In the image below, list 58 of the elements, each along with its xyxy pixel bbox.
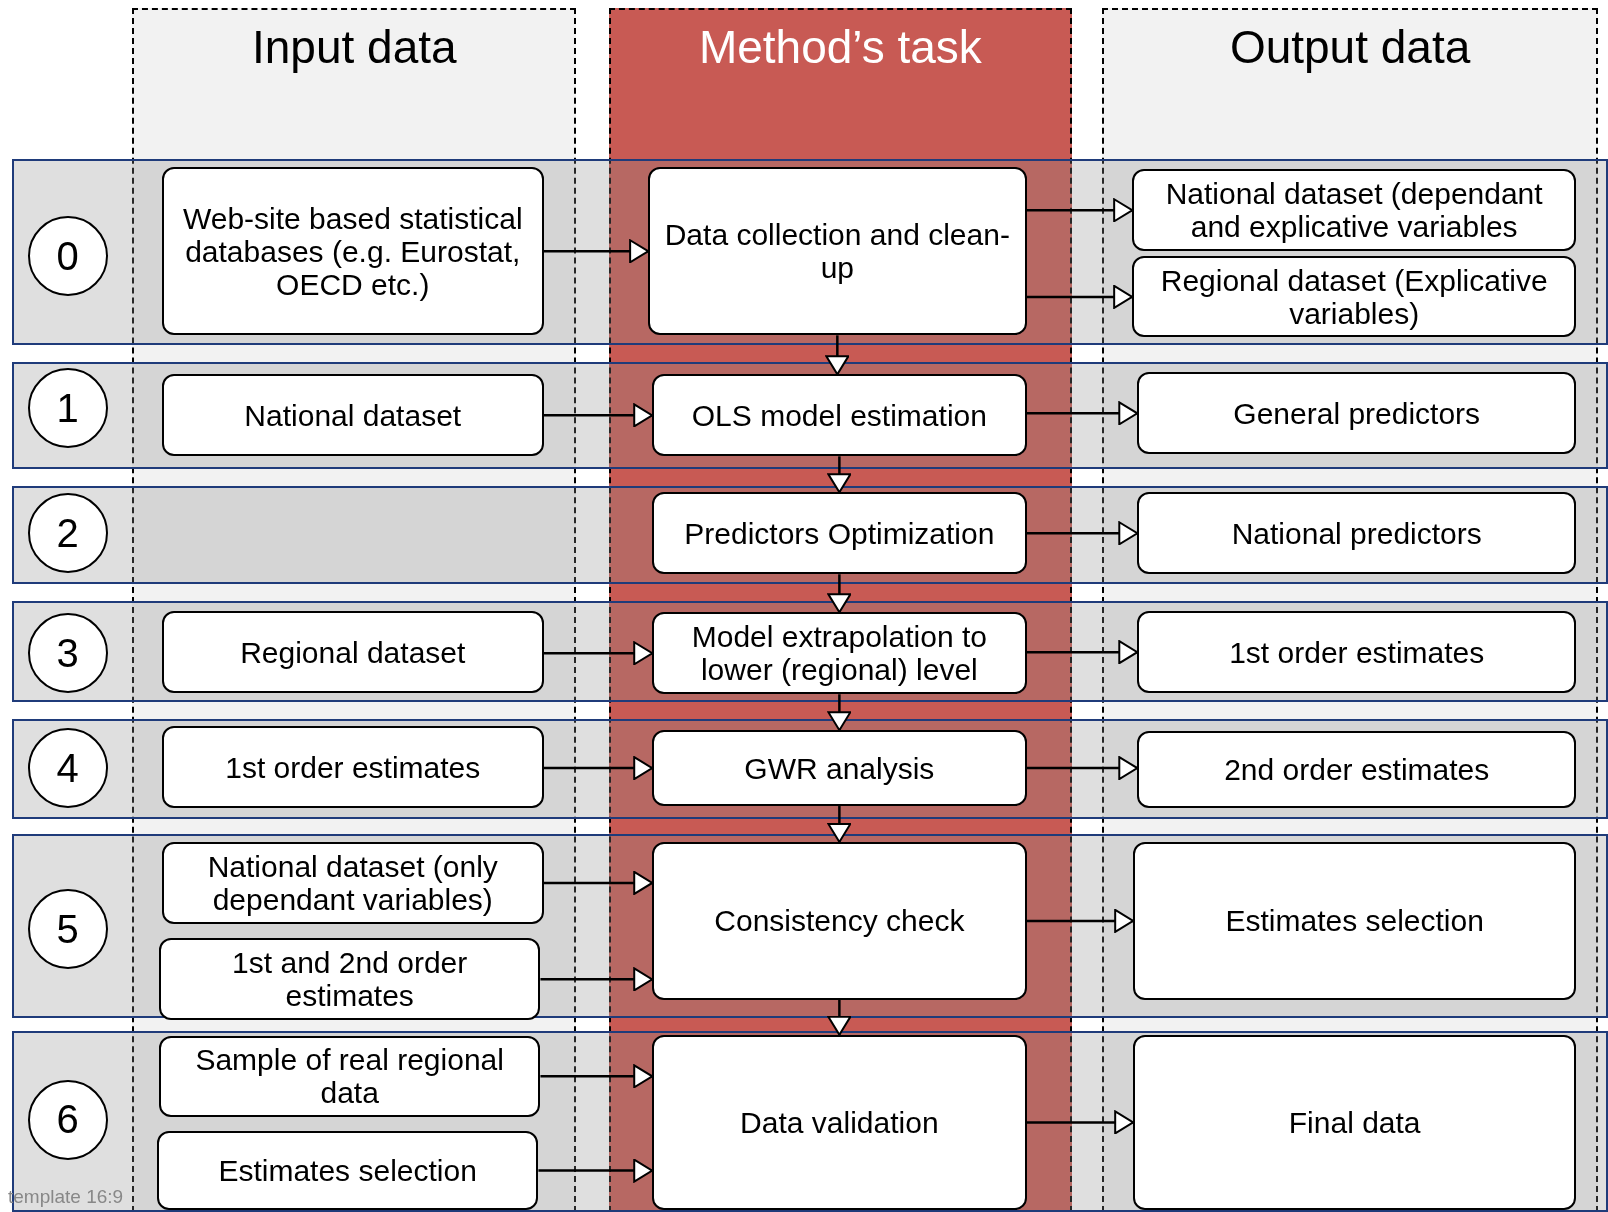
process-box: Data collection and clean-up — [648, 167, 1027, 336]
arrow — [827, 806, 852, 843]
step-number-circle: 1 — [27, 368, 108, 449]
arrow — [543, 756, 654, 781]
column-heading: Output data — [1228, 20, 1472, 75]
process-box: Estimates selection — [1133, 841, 1577, 1000]
step-number-circle: 3 — [27, 613, 108, 694]
arrow — [1026, 908, 1135, 933]
arrow — [1026, 198, 1134, 223]
arrow — [540, 1064, 654, 1089]
process-box: GWR analysis — [652, 730, 1027, 807]
column-heading: Input data — [251, 20, 458, 75]
step-number-circle: 2 — [27, 493, 108, 574]
column-panel — [1102, 8, 1598, 1212]
step-number-circle: 0 — [27, 216, 108, 297]
process-box: National dataset — [162, 374, 544, 457]
arrow — [1026, 640, 1139, 665]
process-box: 1st and 2nd order estimates — [158, 938, 541, 1021]
arrow — [827, 456, 852, 494]
process-box: Predictors Optimization — [652, 492, 1027, 575]
process-box: Model extrapolation to lower (regional) level — [652, 612, 1027, 695]
arrow — [827, 999, 852, 1036]
process-box: Data validation — [652, 1034, 1027, 1211]
process-box: Regional dataset — [162, 611, 544, 694]
arrow — [1026, 284, 1134, 309]
arrow — [543, 239, 650, 264]
arrow — [543, 641, 654, 666]
arrow — [1026, 521, 1139, 546]
arrow — [827, 694, 852, 732]
process-box: Estimates selection — [156, 1131, 539, 1211]
column-panel — [132, 8, 577, 1212]
arrow — [538, 1158, 654, 1183]
arrow — [540, 967, 654, 992]
process-box: OLS model estimation — [652, 374, 1027, 457]
process-box: 1st order estimates — [1137, 611, 1577, 694]
process-box: National dataset (only dependant variables) — [162, 841, 544, 924]
column-heading: Method’s task — [697, 20, 983, 75]
process-box: 1st order estimates — [162, 726, 544, 809]
column-panel — [609, 8, 1072, 1212]
arrow — [827, 574, 852, 614]
step-number-circle: 4 — [27, 728, 108, 809]
arrow — [1026, 1110, 1135, 1135]
process-box: Sample of real regional data — [158, 1035, 541, 1117]
process-box: Final data — [1133, 1034, 1577, 1211]
process-box: Consistency check — [652, 841, 1027, 1000]
process-box: 2nd order estimates — [1137, 731, 1577, 809]
process-box: Web-site based statistical databases (e.g. Eurostat, OECD etc.) — [162, 167, 544, 336]
process-box: National predictors — [1137, 492, 1577, 575]
step-number-circle: 6 — [27, 1079, 108, 1160]
arrow — [543, 403, 654, 428]
process-box: General predictors — [1137, 372, 1577, 455]
step-number-circle: 5 — [27, 889, 108, 970]
process-box: National dataset (dependant and explicative variables — [1132, 169, 1577, 252]
process-box: Regional dataset (Explicative variables) — [1132, 256, 1577, 338]
arrow — [1026, 401, 1139, 426]
arrow — [543, 870, 654, 895]
arrow — [825, 335, 850, 376]
arrow — [1026, 756, 1139, 781]
